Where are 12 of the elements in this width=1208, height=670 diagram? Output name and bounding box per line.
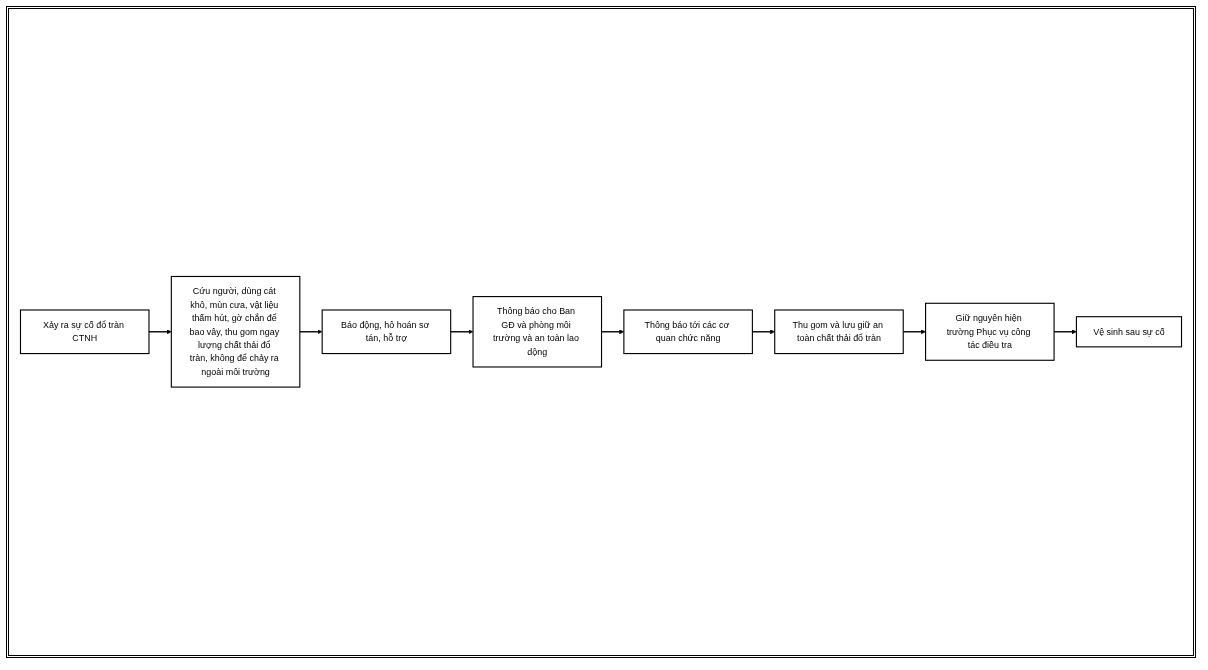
node-box <box>472 296 603 368</box>
node-box <box>19 309 150 355</box>
page-frame: Xảy ra sự cố đổ tràn CTNH Cứu người, dùng cát khô, mùn cưa, vật liệu thấm hút, gờ chắn để bao vây, thu gom ngay lượng chất thải đổ tràn, không để chảy ra ngoài môi trường Báo động, hô hoán sơ tán, hỗ trợ Thông báo cho Ban GĐ và phòng môi trường và an toàn lao dộng Thông báo tới các cơ quan chức năng Thu gom và lưu giữ an toàn chất thải đổ tràn Giữ nguyên hiện trường Phục vụ công tác điều tra Vệ sinh sau sự cố <box>6 6 1196 658</box>
node-box <box>1075 316 1183 348</box>
arrow <box>450 329 474 335</box>
node-box <box>623 309 753 355</box>
arrow <box>148 329 172 335</box>
node-box <box>774 309 904 355</box>
arrow <box>299 329 323 335</box>
node-box <box>321 309 452 355</box>
node-box <box>170 276 301 388</box>
node-box <box>925 302 1055 362</box>
